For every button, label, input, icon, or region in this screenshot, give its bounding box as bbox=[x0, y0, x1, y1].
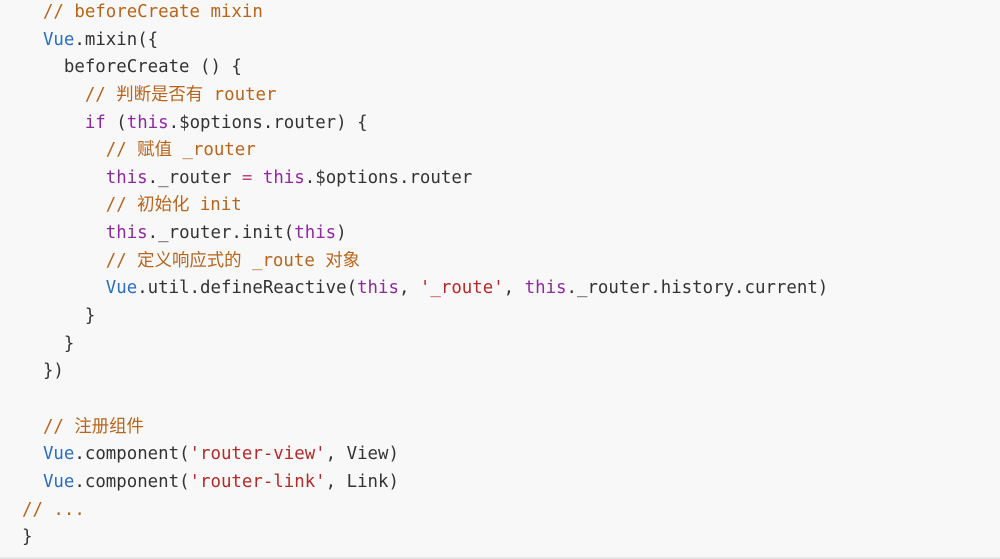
code-token-plain bbox=[22, 251, 106, 271]
code-token-string: '_route' bbox=[419, 278, 504, 299]
code-token-builtin: Vue bbox=[42, 471, 75, 492]
code-token-keyword: if bbox=[84, 112, 106, 133]
code-token-plain: .$options.router) { bbox=[168, 112, 368, 133]
code-line: this._router = this.$options.router bbox=[22, 165, 828, 193]
code-line: // 判断是否有 router bbox=[22, 82, 828, 110]
code-listing: // beforeCreate mixin Vue.mixin({ before… bbox=[22, 0, 828, 552]
code-token-keyword: this bbox=[262, 167, 305, 188]
code-line: this._router.init(this) bbox=[22, 220, 828, 248]
code-token-string: 'router-view' bbox=[189, 444, 326, 465]
code-token-keyword: this bbox=[105, 167, 148, 188]
code-line: // 初始化 init bbox=[22, 192, 828, 220]
code-token-plain bbox=[22, 417, 43, 437]
code-line: if (this.$options.router) { bbox=[22, 110, 828, 138]
code-token-plain bbox=[22, 85, 85, 105]
code-token-plain: ._router.history.current) bbox=[566, 278, 829, 299]
code-token-plain: .mixin({ bbox=[74, 29, 159, 50]
code-token-plain bbox=[22, 223, 106, 243]
code-line: } bbox=[22, 303, 828, 331]
code-token-keyword: this bbox=[524, 278, 567, 299]
code-token-plain bbox=[22, 140, 106, 160]
code-token-builtin: Vue bbox=[105, 278, 138, 299]
code-token-keyword: this bbox=[105, 223, 148, 244]
code-token-keyword: this bbox=[294, 223, 337, 244]
code-line: }) bbox=[22, 358, 828, 386]
code-token-plain: .$options.router bbox=[304, 167, 473, 188]
code-token-operator: = bbox=[241, 167, 253, 188]
code-token-plain: } bbox=[22, 306, 96, 327]
code-line: // 注册组件 bbox=[22, 414, 828, 442]
code-token-plain: beforeCreate () { bbox=[22, 57, 242, 78]
code-line: // 定义响应式的 _route 对象 bbox=[22, 248, 828, 276]
code-token-builtin: Vue bbox=[42, 444, 75, 465]
code-token-keyword: this bbox=[126, 112, 169, 133]
code-token-comment: // ... bbox=[22, 499, 85, 520]
code-token-plain: .component( bbox=[74, 444, 190, 465]
code-token-keyword: this bbox=[357, 278, 399, 299]
code-token-plain: } bbox=[22, 527, 33, 548]
code-line: Vue.component('router-link', Link) bbox=[22, 469, 828, 497]
code-token-plain: ._router bbox=[147, 167, 242, 188]
code-token-comment: // 判断是否有 router bbox=[84, 84, 277, 105]
code-token-plain: .util.defineReactive( bbox=[137, 278, 358, 299]
code-token-plain: ._router.init( bbox=[147, 223, 295, 244]
code-token-plain: } bbox=[22, 333, 75, 354]
code-token-plain bbox=[252, 168, 262, 188]
code-token-plain: , bbox=[503, 278, 525, 299]
code-token-plain: ( bbox=[105, 112, 127, 133]
code-line: // 赋值 _router bbox=[22, 137, 828, 165]
code-line: Vue.util.defineReactive(this, '_route', … bbox=[22, 275, 829, 303]
code-token-plain: , View) bbox=[325, 444, 399, 465]
code-token-plain bbox=[22, 168, 106, 188]
code-token-plain bbox=[22, 472, 43, 492]
code-token-comment: // 初始化 init bbox=[105, 195, 242, 216]
code-token-comment: // beforeCreate mixin bbox=[22, 2, 263, 22]
code-line: } bbox=[22, 524, 828, 552]
code-token-plain bbox=[22, 30, 43, 50]
code-line: beforeCreate () { bbox=[22, 54, 828, 82]
code-token-plain: , Link) bbox=[325, 471, 399, 492]
code-token-plain: }) bbox=[22, 361, 64, 382]
code-token-plain bbox=[22, 195, 106, 215]
code-token-string: 'router-link' bbox=[189, 471, 326, 492]
code-token-plain bbox=[22, 113, 85, 133]
code-token-plain: ) bbox=[336, 223, 347, 244]
code-token-comment: // 定义响应式的 _route 对象 bbox=[105, 250, 361, 271]
code-token-plain bbox=[22, 278, 106, 298]
code-token-builtin: Vue bbox=[42, 29, 75, 50]
code-line bbox=[22, 386, 828, 414]
code-line: Vue.mixin({ bbox=[22, 27, 828, 55]
code-token-comment: // 赋值 _router bbox=[105, 140, 256, 161]
code-token-plain: .component( bbox=[74, 471, 190, 492]
code-line: // ... bbox=[22, 497, 828, 525]
code-token-plain: , bbox=[398, 278, 420, 299]
code-line: // beforeCreate mixin bbox=[22, 0, 828, 27]
code-line: Vue.component('router-view', View) bbox=[22, 441, 828, 469]
code-token-comment: // 注册组件 bbox=[42, 416, 144, 437]
code-line: } bbox=[22, 331, 828, 359]
code-token-plain bbox=[22, 444, 43, 464]
